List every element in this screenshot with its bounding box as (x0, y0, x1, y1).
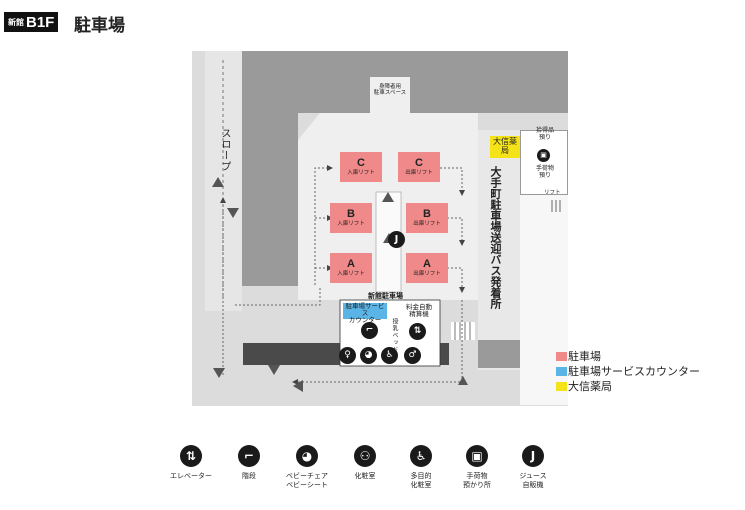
icon-legend-label: 階段 (242, 472, 256, 480)
lift-letter: C (357, 156, 365, 169)
lift-letter: A (423, 257, 431, 270)
legend-swatch (556, 381, 567, 391)
baggage-label: 手荷物 預り (535, 165, 554, 179)
restroom-women-icon: ♀ (339, 347, 356, 364)
service-room (520, 130, 568, 195)
accessible-restroom-icon: ♿ (381, 347, 398, 364)
shuttle-bus-stop-label: 大手町駐車場送迎バス発着所 (489, 166, 502, 309)
legend-pharmacy: 大信薬局 (556, 378, 612, 394)
lift-label: 入庫リフト (337, 270, 365, 277)
legend-label: 駐車場サービスカウンター (568, 365, 700, 378)
lift-c-entry: C 入庫リフト (340, 152, 382, 182)
lift-label: 出庫リフト (413, 270, 441, 277)
lift-b-entry: B 入庫リフト (330, 203, 372, 233)
lift-b-exit: B 出庫リフト (406, 203, 448, 233)
accessible-space-label: 身障者用 駐車スペース (373, 84, 407, 97)
lift-label: 入庫リフト (347, 169, 375, 176)
lift-a-exit: A 出庫リフト (406, 253, 448, 283)
lift-label: 出庫リフト (413, 220, 441, 227)
lift-letter: B (423, 207, 431, 220)
floor-badge: 新館 B1F (4, 12, 59, 32)
lift-a-entry: A 入庫リフト (330, 253, 372, 283)
baby-bed-label: 授乳ベッド (391, 318, 398, 353)
payment-machine-label: 料金自動 精算機 (406, 303, 432, 319)
juice-icon: J (388, 231, 405, 248)
restroom-men-icon: ♂ (404, 347, 421, 364)
building-block-right (478, 340, 520, 368)
icon-legend-label: ジュース 自販機 (519, 472, 547, 489)
small-lift-stripes (551, 200, 561, 212)
stairs-icon: ⌐ (238, 445, 260, 467)
legend-label: 駐車場 (568, 350, 601, 363)
service-counter: 駐車場サービス カウンター (343, 302, 387, 324)
stairs-icon: ⌐ (361, 322, 378, 339)
legend-service-counter: 駐車場サービスカウンター (556, 363, 700, 379)
icon-legend-label: ベビーチェア ベビーシート (286, 472, 328, 489)
small-lift-label: リフト (544, 190, 561, 196)
building-label: 新館 (8, 17, 24, 27)
lost-found-label: 拾得品 預り (535, 127, 554, 141)
restroom-icon: ⚇ (354, 445, 376, 467)
elevator-icon: ⇅ (180, 445, 202, 467)
legend-swatch (556, 351, 567, 361)
accessible-restroom-icon: ♿ (410, 445, 432, 467)
legend-parking: 駐車場 (556, 348, 601, 364)
floor-label: B1F (26, 13, 55, 31)
icon-legend-label: 化粧室 (354, 472, 376, 480)
juice-icon: J (522, 445, 544, 467)
lift-c-exit: C 出庫リフト (398, 152, 440, 182)
crosswalk (451, 322, 475, 340)
elevator-icon: ⇅ (409, 323, 426, 340)
icon-legend-label: エレベーター (170, 472, 212, 480)
icon-legend-label: 多目的 化粧室 (410, 472, 432, 489)
lift-letter: A (347, 257, 355, 270)
lift-letter: C (415, 156, 423, 169)
baby-chair-icon: ◕ (360, 347, 377, 364)
lift-letter: B (347, 207, 355, 220)
pharmacy-box: 大信薬局 (490, 136, 520, 158)
baby-chair-icon: ◕ (296, 445, 318, 467)
new-building-parking-label: 新館駐車場 (368, 292, 403, 300)
icon-legend-label: 手荷物 預かり所 (463, 472, 491, 489)
lift-label: 出庫リフト (405, 169, 433, 176)
accessible-space-area (370, 77, 410, 113)
baggage-icon: ▣ (537, 149, 550, 162)
slope-label: スロープ (219, 128, 230, 172)
legend-swatch (556, 366, 567, 376)
lift-label: 入庫リフト (337, 220, 365, 227)
building-block-left (242, 51, 298, 286)
baggage-icon: ▣ (466, 445, 488, 467)
page-title: 駐車場 (74, 16, 125, 36)
legend-label: 大信薬局 (568, 380, 612, 393)
direction-arrows (212, 177, 468, 392)
